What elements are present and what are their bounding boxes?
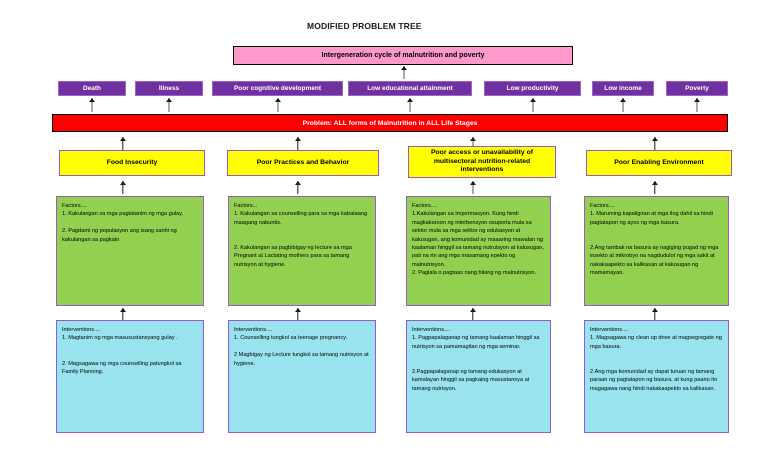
arrow-intervention-2-to-factor-2 bbox=[294, 308, 302, 320]
arrow-intervention-1-to-factor-1 bbox=[119, 308, 127, 320]
arrow-problem-to-income bbox=[619, 98, 627, 112]
arrow-cause-3-to-problem bbox=[469, 137, 477, 150]
arrow-factor-2-to-cause-2 bbox=[294, 181, 302, 194]
factors-box-poor-access: Factors.... 1.Kakulangan sa Impormasyon.… bbox=[406, 196, 551, 306]
arrow-effects-to-cycle bbox=[400, 66, 408, 79]
arrow-problem-to-death bbox=[88, 98, 96, 112]
arrow-problem-to-poverty bbox=[693, 98, 701, 112]
factors-box-food-insecurity: Factors.... 1. Kakulangan sa mga pagtata… bbox=[56, 196, 204, 306]
arrow-cause-2-to-problem bbox=[294, 137, 302, 150]
intergeneration-cycle-box: Intergeneration cycle of malnutrition an… bbox=[233, 46, 573, 65]
interventions-box-poor-practices: Interventions.... 1. Counselling tungkol… bbox=[228, 320, 376, 433]
arrow-factor-4-to-cause-4 bbox=[651, 181, 659, 194]
arrow-intervention-3-to-factor-3 bbox=[469, 308, 477, 320]
factors-box-poor-practices: Factors... 1. Kakulangan sa counselling … bbox=[228, 196, 376, 306]
cause-box-food-insecurity: Food Insecurity bbox=[59, 150, 205, 176]
arrow-problem-to-cognitive bbox=[274, 98, 282, 112]
problem-bar: Problem: ALL forms of Malnutrition in AL… bbox=[52, 114, 728, 132]
page-title: MODIFIED PROBLEM TREE bbox=[307, 21, 422, 31]
arrow-intervention-4-to-factor-4 bbox=[651, 308, 659, 320]
effect-box-death: Death bbox=[58, 81, 126, 96]
interventions-box-poor-enabling-environment: Interventions.... 1. Magsagawa ng clean … bbox=[584, 320, 729, 433]
effect-box-poverty: Poverty bbox=[666, 81, 728, 96]
effect-box-illness: Illness bbox=[135, 81, 203, 96]
interventions-box-food-insecurity: Interventions.... 1. Magtanim ng mga mas… bbox=[56, 320, 204, 433]
arrow-factor-3-to-cause-3 bbox=[469, 181, 477, 194]
effect-box-low-income: Low income bbox=[592, 81, 654, 96]
cause-box-poor-access-interventions: Poor access or unavailability of multise… bbox=[408, 146, 556, 178]
arrow-factor-1-to-cause-1 bbox=[119, 181, 127, 194]
arrow-problem-to-productivity bbox=[529, 98, 537, 112]
cause-box-poor-enabling-environment: Poor Enabling Environment bbox=[586, 150, 732, 176]
factors-box-poor-enabling-environment: Factors.... 1. Maruming kapaligiran at m… bbox=[584, 196, 729, 306]
interventions-box-poor-access: Interventions.... 1. Pagpapalaganap ng t… bbox=[406, 320, 551, 433]
effect-box-poor-cognitive-development: Poor cognitive development bbox=[212, 81, 343, 96]
arrow-problem-to-education bbox=[406, 98, 414, 112]
cause-box-poor-practices-and-behavior: Poor Practices and Behavior bbox=[227, 150, 379, 176]
arrow-cause-4-to-problem bbox=[651, 137, 659, 150]
effect-box-low-educational-attainment: Low educational attainment bbox=[348, 81, 472, 96]
arrow-cause-1-to-problem bbox=[119, 137, 127, 150]
arrow-problem-to-illness bbox=[165, 98, 173, 112]
effect-box-low-productivity: Low productivity bbox=[484, 81, 581, 96]
